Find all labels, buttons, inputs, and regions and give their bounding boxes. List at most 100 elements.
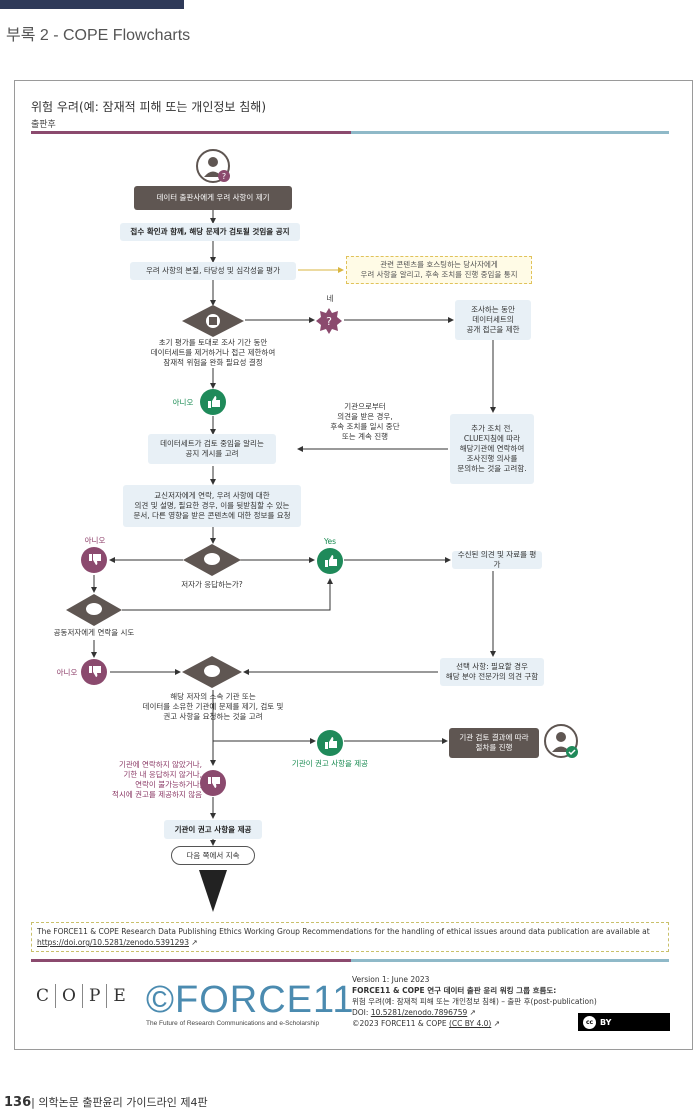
license-link[interactable]: (CC BY 4.0) (448, 1019, 492, 1028)
version-line: Version 1: June 2023 (352, 975, 430, 984)
no-institution-line-3: 연락이 불가능하거나, (135, 780, 202, 789)
before-action-line-1: 추가 조치 전, (471, 424, 513, 433)
no-label-3: 아니오 (56, 668, 78, 677)
restrict-line-1: 조사하는 동안 (471, 305, 515, 314)
cc-by-badge[interactable]: cc BY (578, 1013, 670, 1031)
thumbs-down-icon-2 (81, 659, 107, 685)
license-external-icon: ↗ (493, 1019, 500, 1028)
before-action-line-5: 문의하는 것을 고려함. (457, 464, 527, 473)
post-notice-line-2: 공지 게시를 고려 (185, 449, 239, 458)
no-label-1: 아니오 (172, 398, 194, 407)
doi-link[interactable]: 10.5281/zenodo.7896759 (370, 1008, 468, 1017)
page-header: 부록 2 - COPE Flowcharts (6, 27, 191, 44)
thumbs-down-icon-1 (81, 547, 107, 573)
force11-wordmark: ©FORCE11 (146, 979, 355, 1021)
contact-author-line-3: 문서, 다른 영향을 받은 콘텐츠에 대한 정보를 요청 (133, 511, 291, 520)
cc-by-text: BY (600, 1017, 612, 1027)
institution-advice-line-1: 기관으로부터 (344, 402, 386, 411)
restrict-line-2: 데이터세트의 (472, 315, 514, 324)
version-title: FORCE11 & COPE 연구 데이터 출판 윤리 워킹 그룹 흐름도: (352, 986, 557, 995)
raise-institution-line-3: 권고 사항을 요청하는 것을 고려 (163, 712, 263, 721)
footnote-box: The FORCE11 & COPE Research Data Publish… (31, 922, 669, 952)
acknowledge-box: 접수 확인과 함께, 해당 문제가 검토될 것임을 공지 (120, 223, 300, 241)
thumbs-up-icon-1 (200, 389, 226, 415)
top-accent-bar (0, 0, 184, 9)
contact-author-line-2: 의견 및 설명, 필요한 경우, 이를 뒷받침할 수 있는 (134, 501, 290, 510)
copyright-text: ©2023 FORCE11 & COPE (352, 1019, 447, 1028)
flowchart-subtitle: 출판후 (31, 120, 56, 130)
flowchart-title: 위험 우려(예: 잠재적 피해 또는 개인정보 침해) (31, 100, 267, 114)
svg-text:?: ? (326, 315, 332, 328)
raise-institution-line-2: 데이터를 소유한 기관에 문제를 제기, 검토 및 (142, 702, 284, 711)
before-action-line-3: 해당기관에 연락하여 (459, 444, 525, 453)
footer-band-left (31, 959, 351, 962)
follow-procedure-box: 기관 검토 결과에 따라 절차를 진행 (449, 728, 539, 758)
contact-author-box: 교신저자에게 연락, 우려 사항에 대한 의견 및 설명, 필요한 경우, 이를… (123, 485, 301, 527)
institution-advice-box: 기관이 권고 사항을 제공 (164, 820, 262, 839)
continue-next-page-box: 다음 쪽에서 지속 (171, 846, 255, 865)
institution-advice-line-3: 후속 조치를 일시 중단 (330, 422, 400, 431)
cope-letter-o: O (56, 984, 83, 1008)
decision-diamond-1 (182, 305, 244, 337)
decide-line-2: 데이터세트를 제거하거나 접근 제한하여 (150, 348, 276, 357)
footer-band-right (351, 959, 669, 962)
restrict-line-3: 공개 접근을 제한 (466, 325, 520, 334)
raise-institution-line-1: 해당 저자의 소속 기관 또는 (170, 692, 256, 701)
version-info: Version 1: June 2023 FORCE11 & COPE 연구 데… (352, 974, 597, 1029)
footnote-link[interactable]: https://doi.org/10.5281/zenodo.5391293 (37, 938, 189, 947)
follow-line-2: 절차를 진행 (475, 743, 513, 752)
svg-text:?: ? (222, 172, 226, 181)
expert-opinion-box: 선택 사항: 필요할 경우 해당 분야 전문가의 의견 구함 (440, 658, 544, 686)
restrict-access-box: 조사하는 동안 데이터세트의 공개 접근을 제한 (455, 300, 531, 340)
evaluate-concern-box: 우려 사항의 본질, 타당성 및 심각성을 평가 (130, 262, 296, 280)
decide-mitigation-text: 초기 평가를 토대로 조사 기간 동안 데이터세트를 제거하거나 접근 제한하여… (128, 338, 298, 368)
yes-label-en: Yes (323, 537, 337, 546)
version-subtitle: 위험 우려(예: 잠재적 피해 또는 개인정보 침해) – 출판 후(post-… (352, 997, 597, 1006)
post-notice-line-1: 데이터세트가 검토 중임을 알리는 (160, 439, 264, 448)
no-institution-text: 기관에 연락하지 않았거나, 기한 내 응답하지 않거나, 연락이 불가능하거나… (92, 760, 202, 800)
decide-line-3: 잠재적 위험을 완화 필요성 결정 (163, 358, 263, 367)
yes-label-ne: 네 (326, 294, 334, 303)
decision-diamond-3 (66, 594, 122, 626)
title-band-left (31, 131, 351, 134)
external-link-icon: ↗ (191, 938, 198, 947)
person-check-icon (544, 724, 580, 760)
institution-advice-line-2: 의견을 받은 경우, (337, 412, 393, 421)
no-institution-line-2: 기한 내 응답하지 않거나, (123, 770, 202, 779)
institution-advice-line-4: 또는 계속 진행 (341, 432, 389, 441)
cope-letter-e: E (113, 986, 126, 1006)
follow-line-1: 기관 검토 결과에 따라 (459, 733, 529, 742)
before-action-line-4: 조사진행 의사를 (466, 454, 518, 463)
concern-raised-box: 데이터 출판사에게 우려 사항이 제기 (134, 186, 292, 210)
raise-institution-text: 해당 저자의 소속 기관 또는 데이터를 소유한 기관에 문제를 제기, 검토 … (128, 692, 298, 722)
page-number: 136 (4, 1095, 32, 1110)
cope-logo: C O P E (30, 984, 132, 1008)
notify-host-line-2: 우려 사항을 알리고, 후속 조치를 진행 중임을 통지 (360, 270, 518, 279)
evaluate-received-box: 수신된 의견 및 자료를 평가 (452, 550, 542, 569)
cc-icon: cc (583, 1015, 596, 1029)
decision-diamond-4 (182, 656, 242, 688)
no-label-2: 아니오 (84, 536, 106, 545)
decide-line-1: 초기 평가를 토대로 조사 기간 동안 (158, 338, 268, 347)
page-footer: 136| 의학논문 출판윤리 가이드라인 제4판 (4, 1094, 208, 1110)
book-title: | 의학논문 출판윤리 가이드라인 제4판 (31, 1096, 208, 1109)
contact-institution-box: 추가 조치 전, CLUE지침에 따라 해당기관에 연락하여 조사진행 의사를 … (450, 414, 534, 484)
question-gear-icon: ? (316, 308, 342, 334)
force11-tagline: The Future of Research Communications an… (146, 1020, 320, 1027)
contact-author-line-1: 교신저자에게 연락, 우려 사항에 대한 (154, 491, 270, 500)
person-question-icon: ? (196, 149, 232, 185)
notify-host-box: 관련 콘텐츠를 호스팅하는 당사자에게 우려 사항을 알리고, 후속 조치를 진… (346, 256, 532, 284)
cope-letter-c: C (30, 984, 57, 1008)
continue-arrow-shape (199, 870, 227, 912)
expert-line-1: 선택 사항: 필요할 경우 (456, 662, 528, 671)
institution-advice-text: 기관으로부터 의견을 받은 경우, 후속 조치를 일시 중단 또는 계속 진행 (320, 402, 410, 442)
no-institution-line-1: 기관에 연락하지 않았거나, (118, 760, 202, 769)
doi-external-icon: ↗ (469, 1008, 476, 1017)
notify-host-line-1: 관련 콘텐츠를 호스팅하는 당사자에게 (380, 260, 498, 269)
flowchart-frame (14, 80, 693, 1050)
no-institution-line-4: 적시에 권고를 제공하지 않음 (112, 790, 202, 799)
before-action-line-2: CLUE지침에 따라 (463, 434, 521, 443)
thumbs-up-icon-2 (317, 548, 343, 574)
thumbs-up-icon-3 (317, 730, 343, 756)
